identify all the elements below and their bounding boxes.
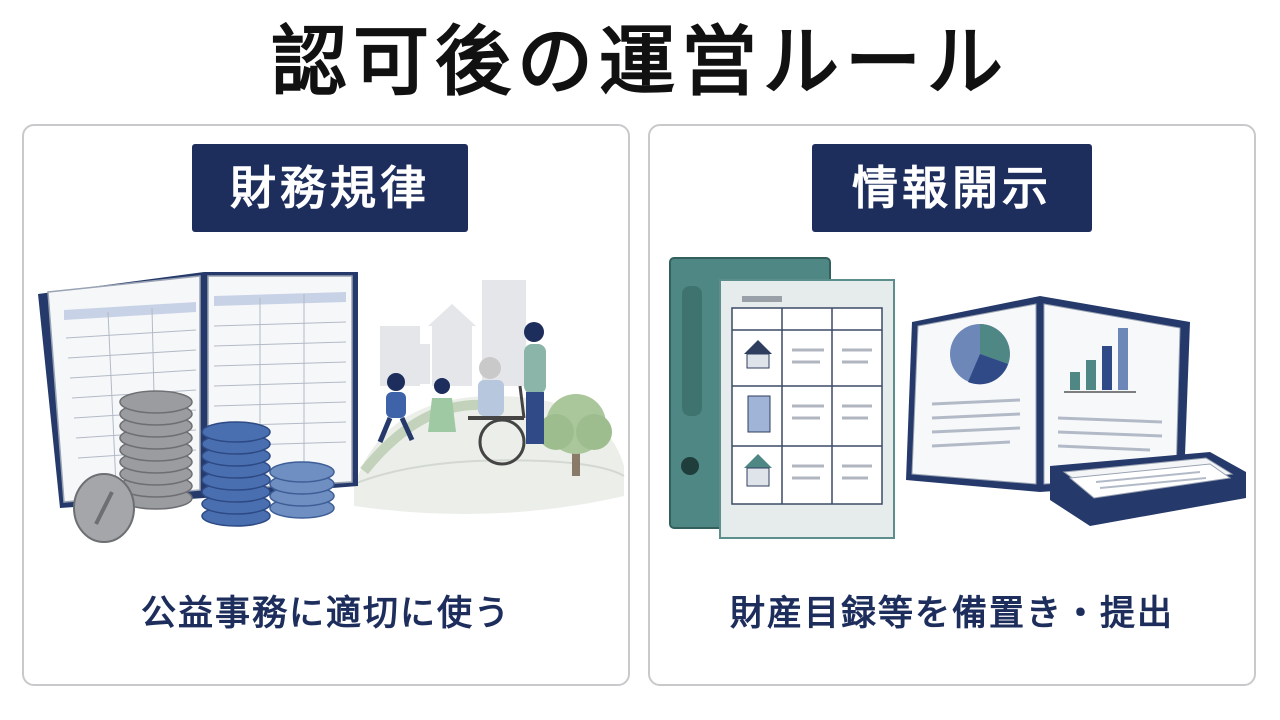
buildings-icon — [380, 280, 526, 386]
property-list-icon — [719, 279, 895, 539]
pie-chart-icon — [950, 324, 1010, 385]
house-icon — [744, 340, 772, 369]
tree-icon — [538, 394, 612, 476]
document-tray-icon — [1050, 452, 1246, 526]
coin-stack-icon — [73, 390, 335, 543]
panel-caption: 公益事務に適切に使う — [140, 594, 511, 634]
panel-heading-badge: 財務規律 — [192, 144, 468, 232]
bar-chart-icon — [1064, 328, 1136, 393]
family-wheelchair-icon — [377, 322, 546, 466]
financial-illustration — [38, 272, 625, 543]
financial-discipline-panel: 財務規律 — [22, 124, 630, 686]
building-icon — [747, 395, 771, 433]
report-book-icon — [906, 296, 1190, 492]
house-icon — [744, 454, 772, 487]
panel-caption: 財産目録等を備置き・提出 — [729, 594, 1174, 634]
disclosure-illustration — [669, 257, 1246, 539]
panel-heading-badge: 情報開示 — [812, 144, 1092, 232]
page-title: 認可後の運営ルール — [271, 17, 1009, 106]
information-disclosure-panel: 情報開示 — [648, 124, 1256, 686]
